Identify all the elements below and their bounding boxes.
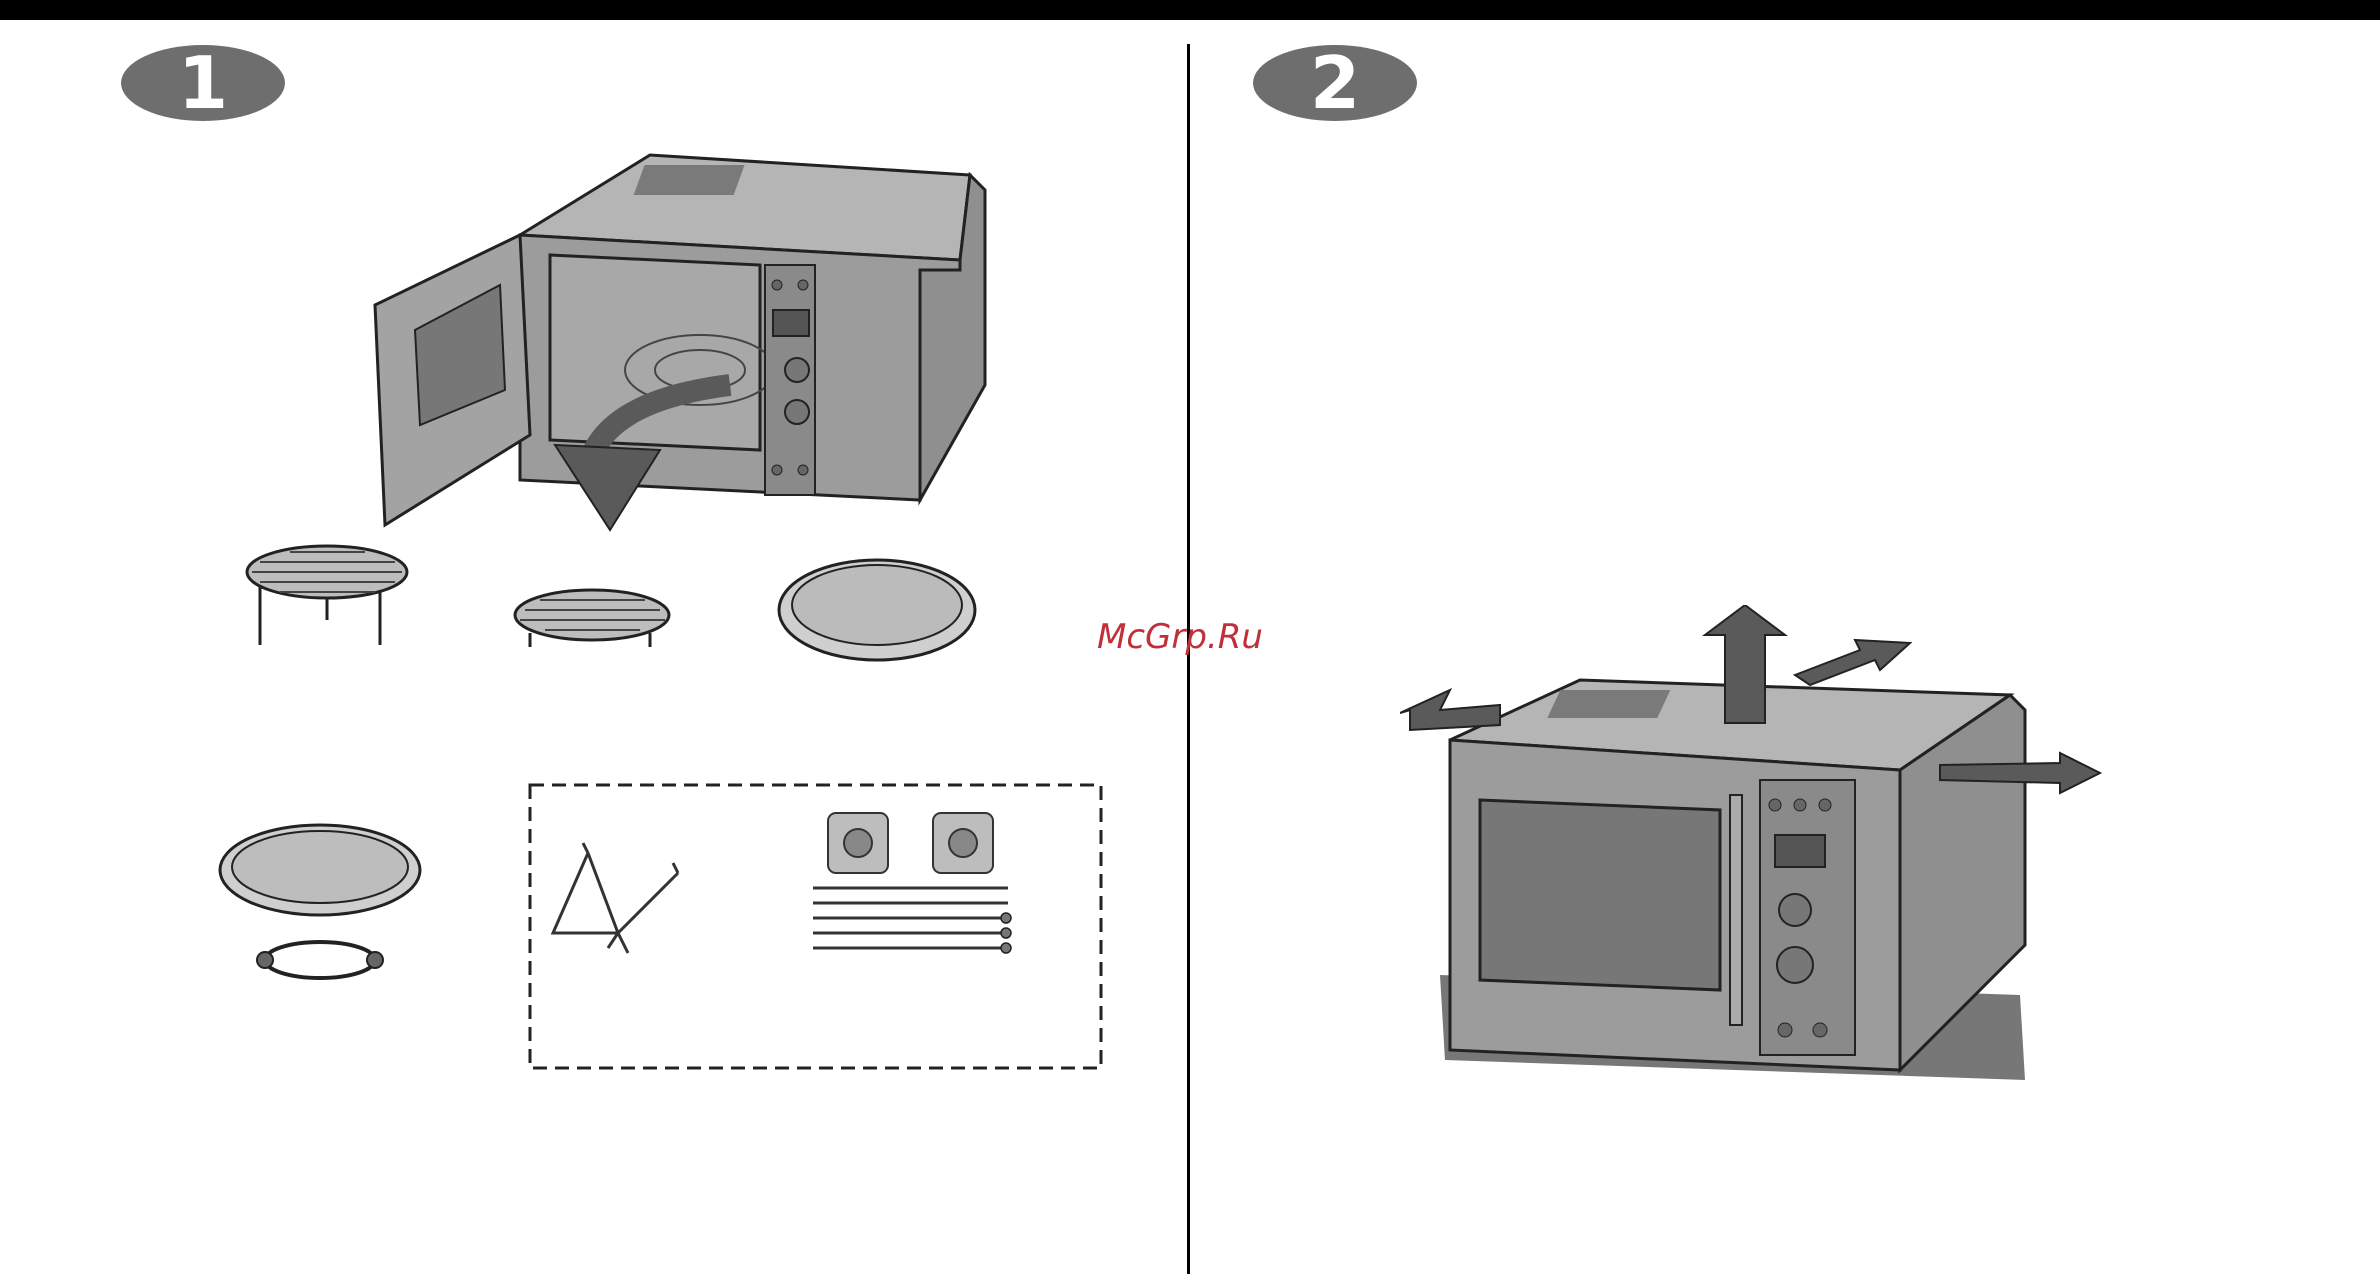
step-1-number: 1: [178, 44, 228, 122]
watermark-text: McGrp.Ru: [1097, 612, 1297, 662]
top-bar: [0, 0, 2380, 20]
rotisserie-kit-icon: [528, 783, 1103, 1070]
grill-rack-low-icon: [510, 585, 675, 660]
baking-tray-icon: [775, 550, 980, 665]
step-2-badge: 2: [1252, 44, 1418, 122]
step-2-number: 2: [1310, 44, 1360, 122]
microwave-door-open-icon: [360, 150, 1000, 540]
turntable-with-roller-ring-icon: [215, 820, 425, 985]
step-1-badge: 1: [120, 44, 286, 122]
grill-rack-high-icon: [240, 540, 415, 655]
microwave-ventilation-clearance-icon: [1400, 605, 2130, 1095]
